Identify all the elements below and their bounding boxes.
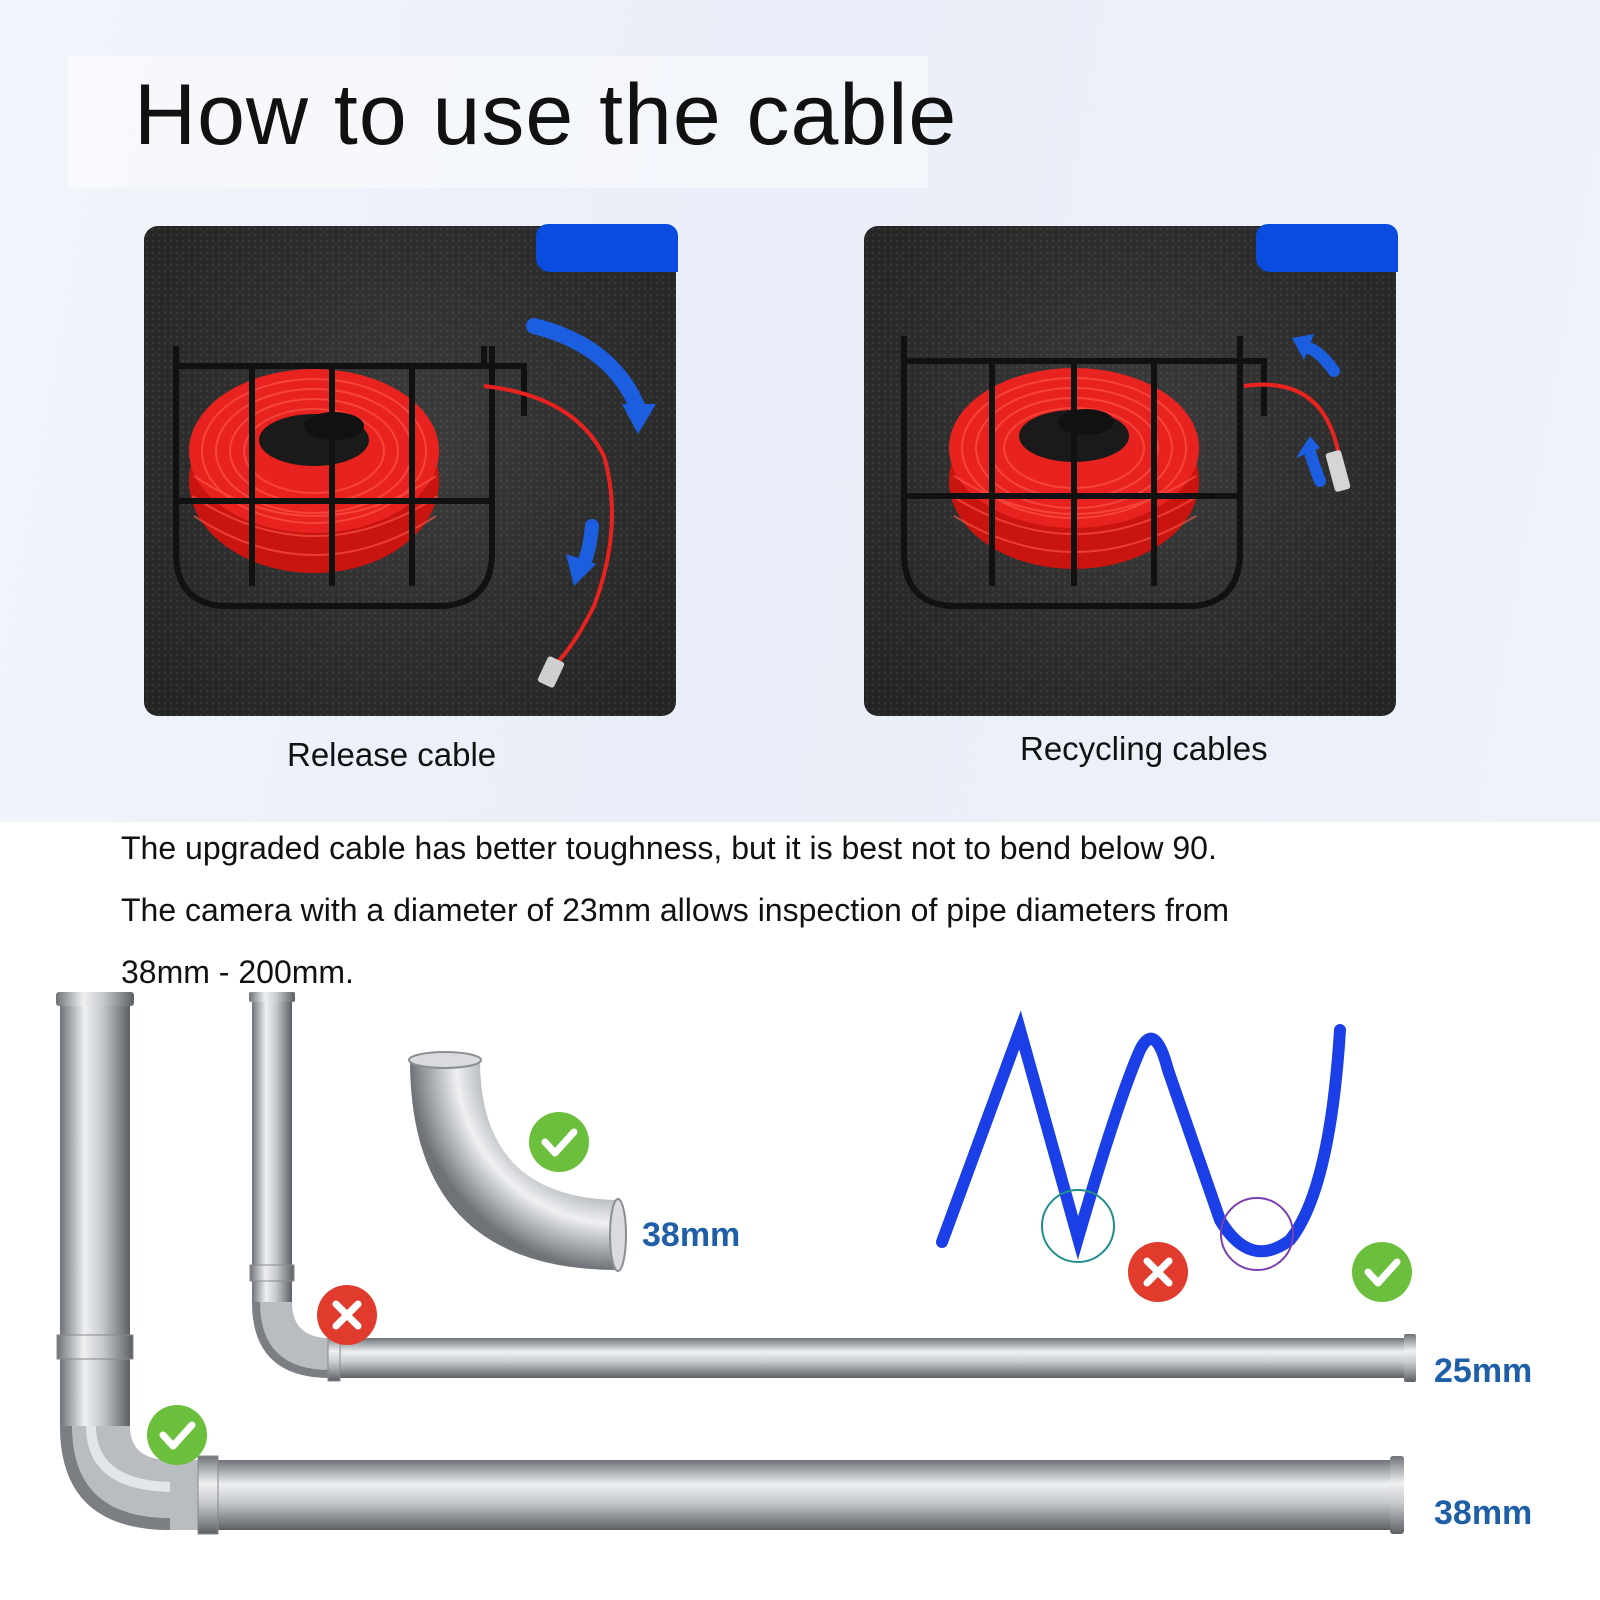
reel-frame: [173, 346, 527, 609]
camera-head: [1325, 450, 1351, 492]
title-plate: [68, 56, 928, 188]
cross-icon: [1128, 1242, 1188, 1302]
small-pipe: [249, 992, 1416, 1382]
recycle-panel-tab: [1256, 224, 1398, 272]
release-cable-caption: Release cable: [287, 736, 497, 773]
elbow-diameter-label: 38mm: [642, 1216, 740, 1254]
release-cable-image: [144, 226, 676, 716]
small-pipe-diameter-label: 25mm: [1434, 1352, 1532, 1390]
note-line-1: The upgraded cable has better toughness,…: [121, 830, 1217, 866]
large-pipe: [56, 992, 1404, 1535]
cross-icon: [317, 1285, 377, 1345]
bend-example-cable: [936, 1010, 1346, 1271]
large-pipe-diameter-label: 38mm: [1434, 1494, 1532, 1532]
note-line-2: The camera with a diameter of 23mm allow…: [121, 892, 1230, 928]
check-icon: [529, 1112, 589, 1172]
check-icon: [147, 1405, 207, 1465]
elbow-pipe: [408, 1051, 627, 1272]
reel-frame: [901, 336, 1267, 609]
pipe-bend-diagram: 38mm 25mm 38mm: [56, 992, 1532, 1535]
recycling-cables-caption: Recycling cables: [1020, 730, 1268, 767]
check-icon: [1352, 1242, 1412, 1302]
recycling-cables-image: [864, 226, 1396, 716]
curved-arrow-up-icon: [1298, 341, 1340, 377]
smooth-bend-highlight: [1220, 1197, 1294, 1271]
cable-reel-illustration: [901, 334, 1351, 609]
cable-reel-illustration: [173, 318, 656, 688]
camera-head: [537, 656, 565, 688]
release-panel-tab: [536, 224, 678, 272]
curved-arrow-down-icon: [526, 318, 647, 419]
recycled-cable: [1243, 382, 1343, 477]
released-cable: [483, 384, 614, 668]
sharp-bend-highlight: [1041, 1189, 1115, 1263]
page-title: How to use the cable: [134, 67, 958, 163]
note-line-3: 38mm - 200mm.: [121, 954, 354, 990]
curved-arrow-up-icon: [1304, 446, 1326, 487]
